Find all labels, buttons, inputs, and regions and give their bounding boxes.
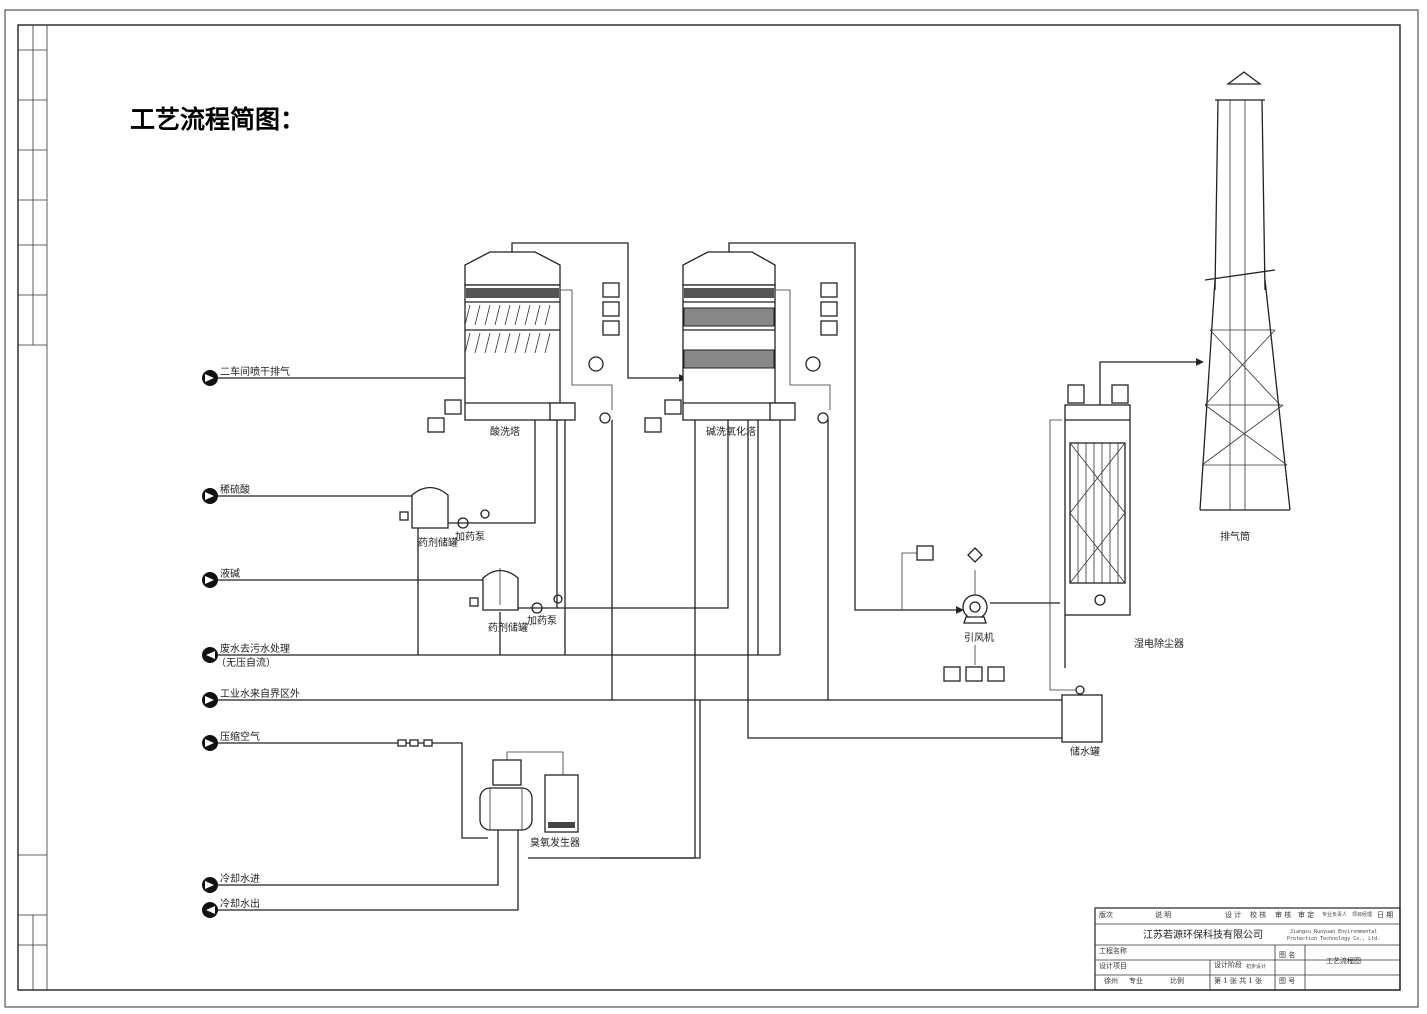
inlets-cooling-in-label: 冷却水进 xyxy=(220,872,260,885)
inlets-alkali-label: 液碱 xyxy=(220,567,240,580)
inlets-industrial-water-label: 工业水来自界区外 xyxy=(220,687,300,700)
acid-scrubber-tower: 酸洗塔 xyxy=(427,242,687,438)
title-block-stage-value-label: 初步设计 xyxy=(1246,963,1266,970)
title-block-review-label: 审 核 xyxy=(1275,910,1291,919)
equipment-stack-label: 排气筒 xyxy=(1220,530,1250,543)
wet-electrostatic-precipitator: 湿电除尘器 xyxy=(1049,358,1204,691)
title-block-drawing-name-label: 工艺流程图 xyxy=(1326,956,1361,965)
chemical-tank-1: 药剂储罐 xyxy=(399,486,458,549)
equipment-wesp-label: 湿电除尘器 xyxy=(1134,637,1184,650)
inlet-alkali: 液碱 xyxy=(202,567,483,588)
induced-draft-fan: 引风机 xyxy=(901,545,1060,682)
title-block-design-item-label: 设计项目 xyxy=(1099,961,1127,970)
title-block-spec-lead-label: 专业负责人 xyxy=(1322,911,1347,918)
equipment-pump1-label: 加药泵 xyxy=(455,531,485,543)
inlets-acid-label: 稀硫酸 xyxy=(220,483,250,496)
inlet-cooling-in: 冷却水进 xyxy=(202,830,499,893)
inlets-exhaust-label: 二车间喷干排气 xyxy=(220,365,290,378)
title-block-stage-label-label: 设计阶段 xyxy=(1214,960,1242,969)
title-block-description-label: 说 明 xyxy=(1155,910,1171,919)
equipment-water-tank-label: 储水罐 xyxy=(1070,745,1100,758)
title-block-date-label: 日 期 xyxy=(1377,911,1393,919)
title-block-sheet-label: 第 1 张 共 1 张 xyxy=(1214,976,1262,985)
equipment-acid-tower-label: 酸洗塔 xyxy=(490,425,520,438)
title-block-company-en-1-label: Jiangsu Ruoyuan Environmental xyxy=(1290,929,1377,935)
left-strip xyxy=(18,25,48,990)
title-block-project-name-label: 工程名称 xyxy=(1099,946,1127,955)
equipment-alkali-tower-label: 碱洗氧化塔 xyxy=(706,425,756,438)
inlets: 二车间喷干排气 稀硫酸 液碱 废水去污水处理（无压自流） 工业水来自界区外 压缩… xyxy=(202,365,1062,918)
title-block-company-cn-label: 江苏若源环保科技有限公司 xyxy=(1143,928,1263,941)
process-piping xyxy=(417,420,1062,859)
title-block-approve-label: 审 定 xyxy=(1298,910,1314,919)
water-storage-tank: 储水罐 xyxy=(1061,685,1103,758)
title-block-company-en-2-label: Protection Technology Co., Ltd. xyxy=(1287,936,1380,942)
title-block-scale-label: 比例 xyxy=(1170,976,1184,985)
chemical-tank-2: 药剂储罐 xyxy=(469,568,528,634)
title-block: 版次 说 明 设 计 校 核 审 核 审 定 专业负责人 项目经理 日 期 江苏… xyxy=(1094,907,1401,991)
inlets-compressed-air-label: 压缩空气 xyxy=(220,730,260,743)
inlet-exhaust: 二车间喷干排气 xyxy=(202,365,465,386)
title-block-drawing-name-label-label: 图 名 xyxy=(1279,950,1295,959)
inlets-cooling-out-label: 冷却水出 xyxy=(220,897,260,910)
title-block-drawing-no-label: 图 号 xyxy=(1279,977,1295,985)
inlets-wastewater-label: 废水去污水处理 xyxy=(220,642,290,655)
page-title: 工艺流程简图： xyxy=(130,105,305,134)
title-block-check-label: 校 核 xyxy=(1250,910,1266,919)
inlets-wastewater-note-label: （无压自流） xyxy=(216,656,276,669)
outer-border xyxy=(4,9,1419,1008)
dosing-pump-2: 加药泵 xyxy=(518,420,729,627)
inlet-industrial-water: 工业水来自界区外 xyxy=(202,687,1062,708)
alkali-oxidation-tower: 碱洗氧化塔 xyxy=(644,242,964,614)
ozone-generator: 臭氧发生器 xyxy=(479,751,580,849)
title-block-rev-label: 版次 xyxy=(1099,910,1113,919)
inlet-acid: 稀硫酸 xyxy=(202,483,412,504)
title-block-location-label: 徐州 xyxy=(1104,976,1118,985)
title-block-project-manager-label: 项目经理 xyxy=(1352,911,1372,918)
exhaust-stack: 排气筒 xyxy=(1199,71,1291,543)
equipment-pump2-label: 加药泵 xyxy=(527,615,557,627)
equipment-fan-label: 引风机 xyxy=(964,631,994,644)
inlet-compressed-air: 压缩空气 xyxy=(202,730,488,839)
drawing-frame xyxy=(17,24,1401,991)
outlet-cooling-out: 冷却水出 xyxy=(202,830,519,918)
equipment-tank1-label: 药剂储罐 xyxy=(418,536,458,549)
title-block-spec-label: 专业 xyxy=(1129,976,1143,985)
title-block-design-label: 设 计 xyxy=(1225,910,1241,919)
equipment-tank2-label: 药剂储罐 xyxy=(488,621,528,634)
outlet-wastewater: 废水去污水处理（无压自流） xyxy=(202,642,780,669)
dosing-pump-1: 加药泵 xyxy=(448,420,536,543)
equipment-ozone-label: 臭氧发生器 xyxy=(530,836,580,849)
